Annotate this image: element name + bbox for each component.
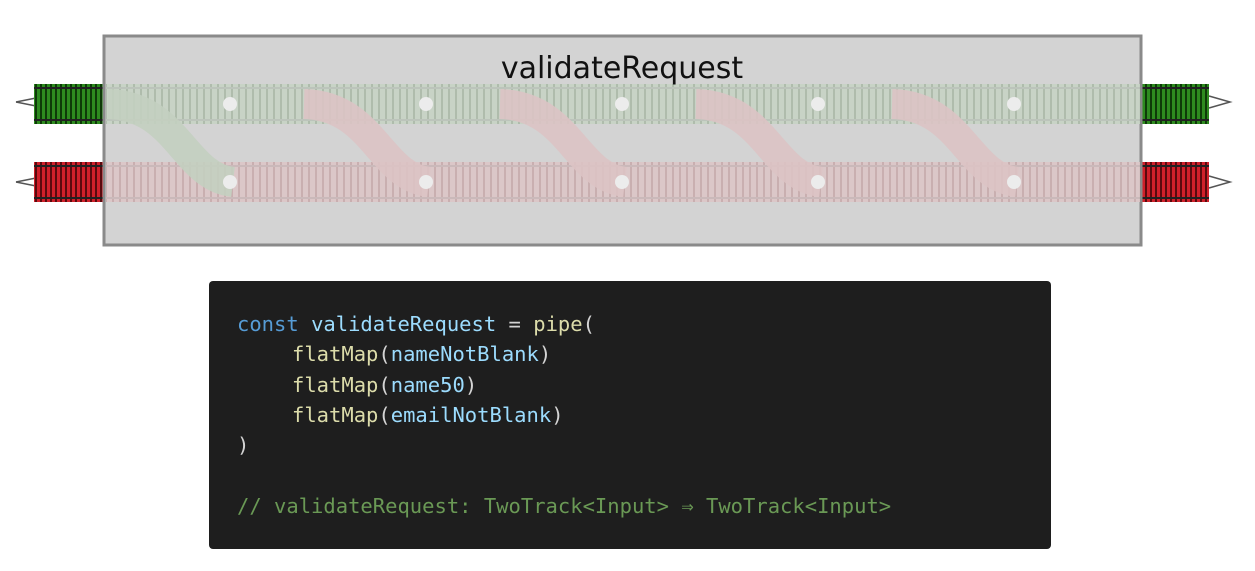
junction-dot xyxy=(615,175,629,189)
code-block: const validateRequest = pipe( flatMap(na… xyxy=(209,281,1051,549)
type-signature-comment: // validateRequest: TwoTrack<Input> ⇒ Tw… xyxy=(237,493,892,518)
junction-dot xyxy=(419,175,433,189)
output-failure-track xyxy=(1141,162,1233,202)
step-function: flatMap xyxy=(292,342,379,367)
step-argument: nameNotBlank xyxy=(390,342,539,367)
assign-operator: = xyxy=(496,312,534,336)
junction-dot xyxy=(1007,97,1021,111)
switch-curve xyxy=(694,89,825,197)
code-line-step: flatMap(emailNotBlank) xyxy=(292,402,564,427)
step-function: flatMap xyxy=(292,372,379,397)
junction-dot xyxy=(615,97,629,111)
step-argument: name50 xyxy=(390,372,465,397)
step-argument: emailNotBlank xyxy=(390,402,552,427)
switch-curve xyxy=(106,89,237,197)
code-line-close: ) xyxy=(237,430,1051,460)
code-line-declaration: const validateRequest = pipe( xyxy=(237,309,1051,339)
junction-dot xyxy=(811,97,825,111)
junction-dot xyxy=(223,97,237,111)
code-line-comment: // validateRequest: TwoTrack<Input> ⇒ Tw… xyxy=(237,491,1051,521)
close-paren: ) xyxy=(237,433,250,458)
function-name: validateRequest xyxy=(311,312,497,336)
switch-curve xyxy=(890,89,1021,197)
switch-curve xyxy=(302,89,433,197)
switch-curve xyxy=(498,89,629,197)
pipe-call: pipe xyxy=(533,312,583,336)
junction-dot xyxy=(1007,175,1021,189)
junction-dot xyxy=(223,175,237,189)
junction-dot xyxy=(811,175,825,189)
input-success-track xyxy=(15,84,104,124)
code-line-step: flatMap(name50) xyxy=(292,372,478,397)
code-line-blank xyxy=(237,460,1051,490)
function-title: validateRequest xyxy=(501,51,744,86)
const-keyword: const xyxy=(237,312,299,336)
open-paren: ( xyxy=(582,312,595,336)
junction-dot xyxy=(419,97,433,111)
railway-diagram: validateRequest xyxy=(15,34,1233,247)
code-line-step: flatMap(nameNotBlank) xyxy=(292,342,552,367)
step-function: flatMap xyxy=(292,402,379,427)
output-success-track xyxy=(1141,84,1233,124)
switch-curves xyxy=(106,89,1021,197)
input-failure-track xyxy=(15,162,104,202)
